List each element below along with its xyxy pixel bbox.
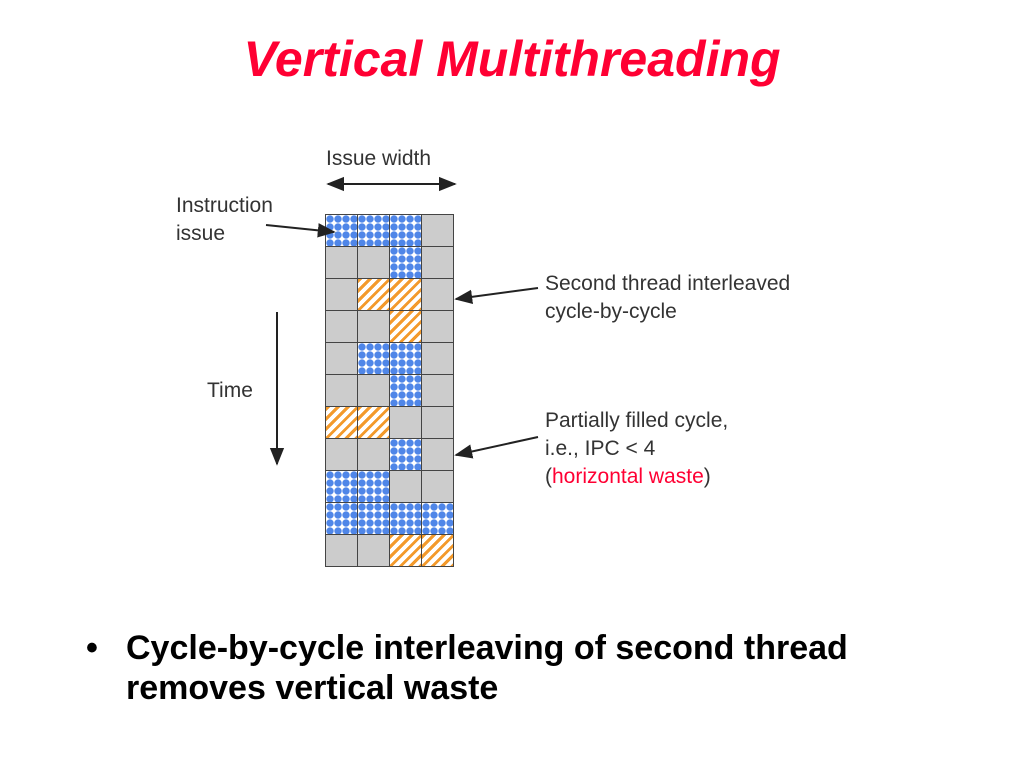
second-thread-label: Second thread interleaved cycle-by-cycle <box>545 270 790 326</box>
time-label: Time <box>207 379 253 402</box>
empty-slot <box>390 407 422 439</box>
thread2-slot <box>422 535 454 567</box>
thread1-slot <box>326 503 358 535</box>
second-thread-line-2: cycle-by-cycle <box>545 300 677 323</box>
thread1-slot <box>358 503 390 535</box>
thread1-slot <box>390 215 422 247</box>
empty-slot <box>422 471 454 503</box>
partial-cycle-label: Partially filled cycle, i.e., IPC < 4 (h… <box>545 407 728 491</box>
thread1-slot <box>358 471 390 503</box>
partial-cycle-arrow <box>454 436 539 459</box>
empty-slot <box>358 375 390 407</box>
empty-slot <box>326 375 358 407</box>
instruction-issue-pointer <box>265 223 336 238</box>
empty-slot <box>358 535 390 567</box>
empty-slot <box>422 407 454 439</box>
thread2-slot <box>358 279 390 311</box>
thread1-slot <box>358 343 390 375</box>
horizontal-waste-line: (horizontal waste) <box>545 463 728 491</box>
second-thread-line-1: Second thread interleaved <box>545 272 791 295</box>
thread1-slot <box>390 439 422 471</box>
empty-slot <box>358 247 390 279</box>
thread1-slot <box>390 247 422 279</box>
empty-slot <box>326 247 358 279</box>
empty-slot <box>358 439 390 471</box>
partial-cycle-line-2: i.e., IPC < 4 <box>545 437 656 460</box>
issue-width-label: Issue width <box>326 147 432 170</box>
empty-slot <box>358 311 390 343</box>
thread2-slot <box>390 311 422 343</box>
instruction-issue-line-2: issue <box>176 222 226 245</box>
paren-close: ) <box>703 465 711 488</box>
empty-slot <box>422 375 454 407</box>
thread2-slot <box>390 279 422 311</box>
thread1-slot <box>390 503 422 535</box>
empty-slot <box>422 247 454 279</box>
bullet-text: Cycle-by-cycle interleaving of second th… <box>126 629 848 707</box>
bullet-marker: • <box>86 629 98 667</box>
thread1-slot <box>390 375 422 407</box>
thread1-slot <box>358 215 390 247</box>
empty-slot <box>422 215 454 247</box>
empty-slot <box>326 343 358 375</box>
empty-slot <box>422 343 454 375</box>
horizontal-waste-text: horizontal waste <box>552 465 704 488</box>
empty-slot <box>326 439 358 471</box>
thread2-slot <box>326 407 358 439</box>
empty-slot <box>326 311 358 343</box>
partial-cycle-line-1: Partially filled cycle, <box>545 409 729 432</box>
empty-slot <box>422 311 454 343</box>
empty-slot <box>422 279 454 311</box>
second-thread-arrow <box>454 287 539 304</box>
empty-slot <box>422 439 454 471</box>
thread2-slot <box>358 407 390 439</box>
empty-slot <box>326 279 358 311</box>
empty-slot <box>390 471 422 503</box>
page-title: Vertical Multithreading <box>243 31 781 87</box>
empty-slot <box>326 535 358 567</box>
instruction-issue-line-1: Instruction <box>176 194 273 217</box>
paren-open: ( <box>545 465 552 488</box>
instruction-issue-label: Instruction issue <box>176 192 273 248</box>
thread1-slot <box>390 343 422 375</box>
thread1-slot <box>422 503 454 535</box>
thread1-slot <box>326 471 358 503</box>
thread2-slot <box>390 535 422 567</box>
